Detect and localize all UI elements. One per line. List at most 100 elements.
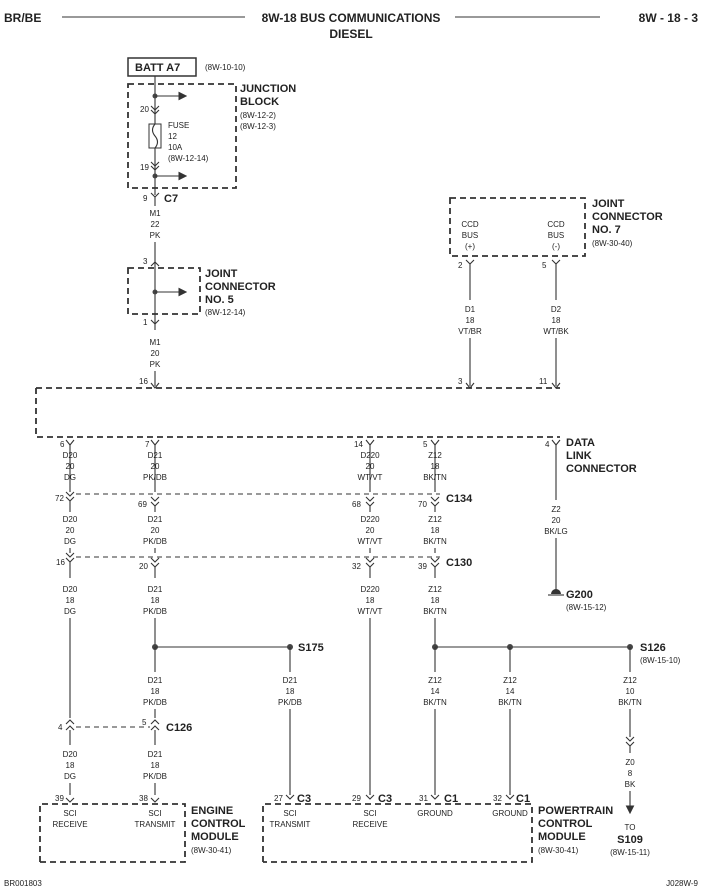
pcm-pin-29: 29: [352, 794, 361, 803]
dlc-title1: DATA: [566, 437, 595, 449]
w2-bktn-l2: 18: [431, 526, 440, 535]
wire-m1a-l1: M1: [149, 209, 161, 218]
jc7-a1: CCD: [461, 220, 479, 229]
w4-a-l2: 18: [151, 687, 160, 696]
batt-label: BATT A7: [135, 62, 180, 74]
c134-pin-72: 72: [55, 494, 64, 503]
wire-m1b-l1: M1: [149, 338, 161, 347]
data-link-connector-outline: [35, 387, 560, 438]
pcm-ref: (8W-30-41): [538, 846, 579, 855]
w1-wtvt-l1: D220: [360, 451, 380, 460]
wire-z2-l2: 20: [552, 516, 561, 525]
pcm-title3: MODULE: [538, 831, 586, 843]
jb-ref2: (8W-12-3): [240, 122, 276, 131]
pcm-outline: [262, 803, 533, 863]
c134-pin-69: 69: [138, 500, 147, 509]
w3-pkdb-l1: D21: [148, 585, 163, 594]
wire-d2-l1: D2: [551, 305, 562, 314]
w1-dg-l3: DG: [64, 473, 76, 482]
jc5-title1: JOINT: [205, 268, 238, 280]
wire-d1-l3: VT/BR: [458, 327, 482, 336]
c134-pin-68: 68: [352, 500, 361, 509]
c130-pin-20: 20: [139, 562, 148, 571]
c134-pin-70: 70: [418, 500, 427, 509]
w5-pkdb-l3: PK/DB: [143, 772, 167, 781]
jc7-b1: CCD: [547, 220, 565, 229]
batt-box: [127, 57, 197, 77]
w2-dg-l3: DG: [64, 537, 76, 546]
fuse-ref: (8W-12-14): [168, 154, 209, 163]
c130-pin-39: 39: [418, 562, 427, 571]
jc7-title3: NO. 7: [592, 224, 621, 236]
w2-dg-l2: 20: [66, 526, 75, 535]
wire-m1a-l2: 22: [151, 220, 160, 229]
ecm-title1: ENGINE: [191, 805, 233, 817]
jc5-pin-top: 3: [143, 257, 148, 266]
w4-b-l1: D21: [283, 676, 298, 685]
jc7-a2: BUS: [462, 231, 478, 240]
w2-wtvt-l2: 20: [366, 526, 375, 535]
header-right: 8W - 18 - 3: [639, 11, 699, 25]
s109-ref: (8W-15-11): [610, 848, 650, 857]
w4-b-l2: 18: [286, 687, 295, 696]
w2-dg-l1: D20: [63, 515, 78, 524]
w1-dg-l1: D20: [63, 451, 78, 460]
fuse-label: FUSE: [168, 121, 189, 130]
header-subtitle: DIESEL: [329, 27, 372, 41]
w5-z0-l3: BK: [625, 780, 636, 789]
w4-d-l1: Z12: [503, 676, 517, 685]
pcm-t1b: TRANSMIT: [270, 820, 311, 829]
jc7-pin-a: 2: [458, 261, 463, 270]
pcm-conn-c3a: C3: [297, 793, 311, 805]
w1-pkdb-l2: 20: [151, 462, 160, 471]
wire-z2-l1: Z2: [551, 505, 561, 514]
w1-wtvt-l3: WT/VT: [358, 473, 383, 482]
w2-pkdb-l1: D21: [148, 515, 163, 524]
c126-pin-5: 5: [142, 718, 147, 727]
c7-pin: 9: [143, 194, 148, 203]
ecm-pin-39: 39: [55, 794, 64, 803]
dlc-title2: LINK: [566, 450, 592, 462]
jc7-title2: CONNECTOR: [592, 211, 663, 223]
w3-wtvt-l3: WT/VT: [358, 607, 383, 616]
c130-label: C130: [446, 557, 472, 569]
dlc-title3: CONNECTOR: [566, 463, 637, 475]
ecm-a2: RECEIVE: [52, 820, 87, 829]
wire-z2-l3: BK/LG: [544, 527, 568, 536]
w4-e-l2: 10: [626, 687, 635, 696]
dlc-pin-6: 6: [60, 440, 65, 449]
jb-pin-bot: 19: [140, 163, 149, 172]
w3-dg-l2: 18: [66, 596, 75, 605]
ecm-b2: TRANSMIT: [135, 820, 176, 829]
wire-d2-l2: 18: [552, 316, 561, 325]
jb-title2: BLOCK: [240, 96, 279, 108]
wire-m1b-l2: 20: [151, 349, 160, 358]
header-left: BR/BE: [4, 11, 41, 25]
joint-connector-7-outline: [449, 197, 586, 257]
w1-dg-l2: 20: [66, 462, 75, 471]
w3-bktn-l2: 18: [431, 596, 440, 605]
wire-m1a-l3: PK: [150, 231, 161, 240]
w3-dg-l1: D20: [63, 585, 78, 594]
g200-ground-icon: [551, 589, 561, 594]
g200-ref: (8W-15-12): [566, 603, 607, 612]
w5-z0-l2: 8: [628, 769, 633, 778]
joint-connector-5-outline: [127, 267, 201, 315]
jb-ref1: (8W-12-2): [240, 111, 276, 120]
batt-ref: (8W-10-10): [205, 63, 246, 72]
jc7-b2: BUS: [548, 231, 564, 240]
jc7-b3: (-): [552, 242, 560, 251]
pcm-t1a: SCI: [283, 809, 296, 818]
pcm-conn-c3b: C3: [378, 793, 392, 805]
w2-wtvt-l3: WT/VT: [358, 537, 383, 546]
c7-label: C7: [164, 193, 178, 205]
w4-a-l1: D21: [148, 676, 163, 685]
w1-bktn-l3: BK/TN: [423, 473, 447, 482]
w5-z0-l1: Z0: [625, 758, 635, 767]
ecm-a1: SCI: [63, 809, 76, 818]
w3-wtvt-l1: D220: [360, 585, 380, 594]
dlc-pin-16: 16: [139, 377, 148, 386]
w2-bktn-l3: BK/TN: [423, 537, 447, 546]
dlc-pin-14: 14: [354, 440, 363, 449]
c130-pin-16: 16: [56, 558, 65, 567]
